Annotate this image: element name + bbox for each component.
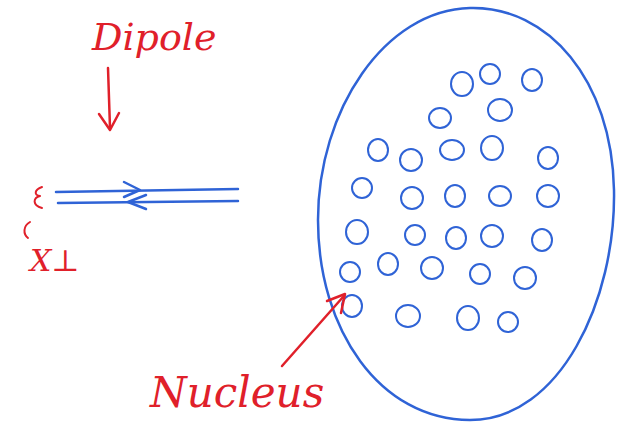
separation-label: X⊥ bbox=[30, 246, 80, 276]
nucleus-outline bbox=[318, 8, 614, 420]
dipole-leader bbox=[99, 68, 119, 130]
dipole-label: Dipole bbox=[92, 18, 216, 56]
nucleus-label: Nucleus bbox=[150, 372, 324, 414]
dipole-lines bbox=[56, 182, 238, 209]
separation-mark bbox=[24, 187, 42, 238]
nucleus-leader bbox=[282, 294, 345, 366]
nucleons bbox=[340, 64, 559, 332]
